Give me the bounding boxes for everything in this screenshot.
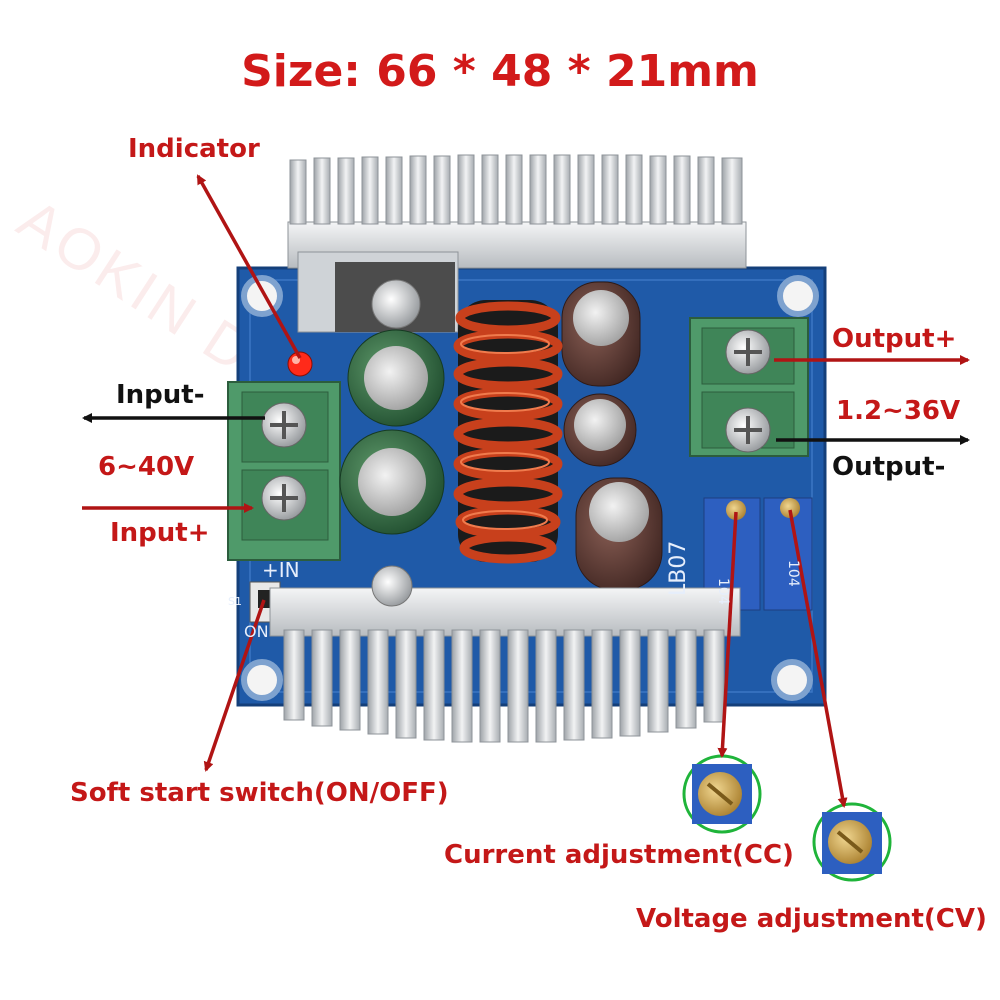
- board-mark-switch-ref: S1: [228, 595, 242, 608]
- label-indicator: Indicator: [128, 134, 260, 164]
- board-mark-pot-code-2: 104: [785, 560, 801, 587]
- page-title: Size: 66 * 48 * 21mm: [241, 46, 759, 97]
- top-heatsink: [287, 154, 747, 333]
- label-input-minus: Input-: [116, 380, 205, 410]
- voltage-pot-zoom: [812, 802, 892, 882]
- input-terminal-block: [227, 381, 341, 561]
- label-voltage-adjustment: Voltage adjustment(CV): [636, 904, 987, 934]
- inductor-coil: [453, 300, 563, 564]
- label-input-plus: Input+: [110, 518, 210, 548]
- callout-arrows: [82, 174, 970, 808]
- label-output-plus: Output+: [832, 324, 957, 354]
- indicator-led: [287, 351, 313, 377]
- board-mark-model: LB07: [666, 540, 691, 596]
- board-mark-pot-code-1: 104: [715, 578, 731, 605]
- label-input-voltage: 6~40V: [98, 452, 195, 482]
- label-output-voltage: 1.2~36V: [836, 396, 961, 426]
- label-output-minus: Output-: [832, 452, 946, 482]
- board-mark-plus-in: +IN: [262, 558, 300, 582]
- label-current-adjustment: Current adjustment(CC): [444, 840, 794, 870]
- current-pot-zoom: [682, 754, 762, 834]
- bottom-heatsink: [269, 565, 741, 743]
- output-terminal-block: [689, 317, 809, 457]
- board-mark-switch-on: ON: [244, 622, 269, 641]
- label-soft-start-switch: Soft start switch(ON/OFF): [70, 778, 449, 808]
- capacitors: [339, 281, 663, 591]
